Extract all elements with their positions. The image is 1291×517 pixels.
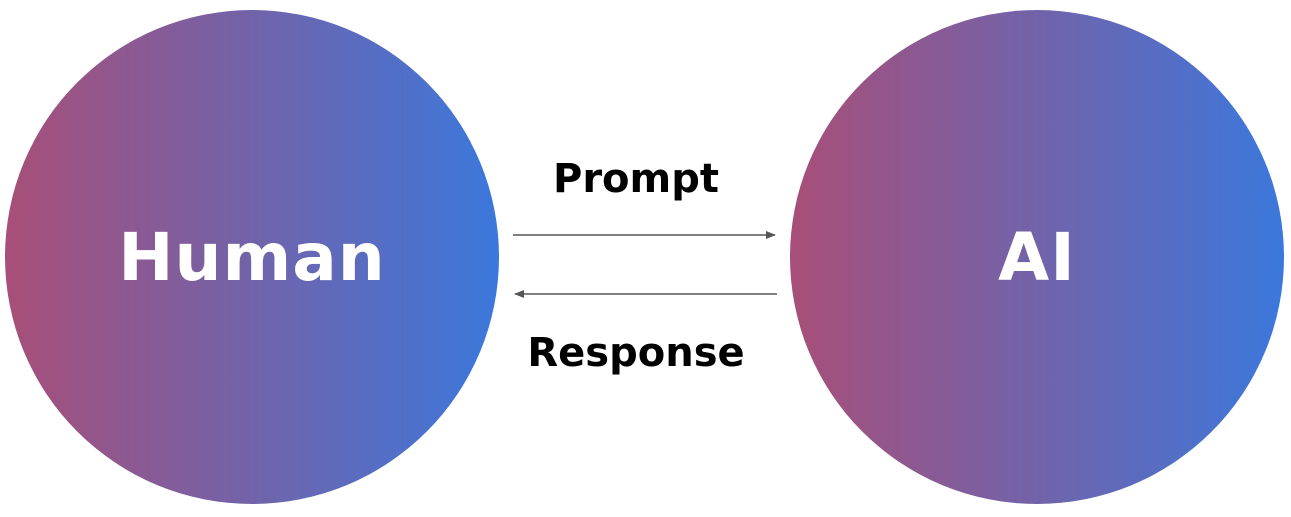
response-label: Response (527, 330, 745, 376)
human-node: Human (5, 10, 499, 504)
ai-node-label: AI (998, 218, 1076, 296)
prompt-label: Prompt (553, 156, 719, 202)
human-node-label: Human (118, 218, 386, 296)
ai-node: AI (790, 10, 1284, 504)
